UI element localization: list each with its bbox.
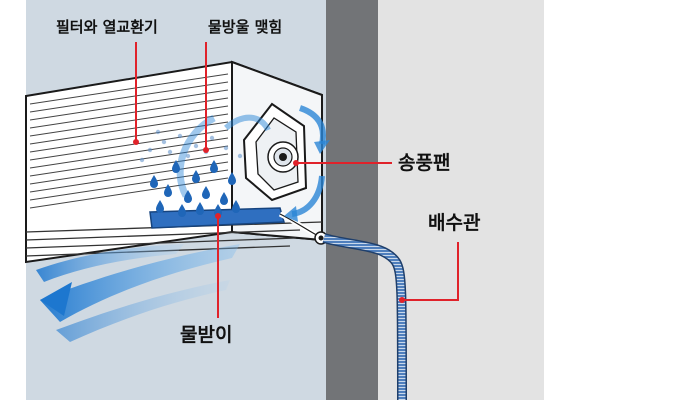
fan-airflow-top xyxy=(298,105,326,145)
indoor-unit xyxy=(25,60,330,264)
label-condensation: 물방울 맺힘 xyxy=(208,18,283,36)
label-drip-tray: 물받이 xyxy=(180,324,233,346)
water-droplets xyxy=(150,160,240,217)
leader-drain-pipe xyxy=(402,242,459,301)
outflow-air-secondary xyxy=(36,244,184,282)
label-drain-pipe: 배수관 xyxy=(428,212,481,234)
wall-column xyxy=(326,0,378,400)
drain-hose xyxy=(322,233,407,400)
leader-dots xyxy=(133,139,405,303)
label-blower-fan: 송풍팬 xyxy=(398,152,451,174)
outflow-arrowhead xyxy=(40,282,72,316)
label-filter-heat-exchanger: 필터와 열교환기 xyxy=(56,18,158,36)
outflow-air-main xyxy=(40,244,240,322)
filter-fins xyxy=(29,73,229,209)
leader-lines xyxy=(135,42,459,318)
